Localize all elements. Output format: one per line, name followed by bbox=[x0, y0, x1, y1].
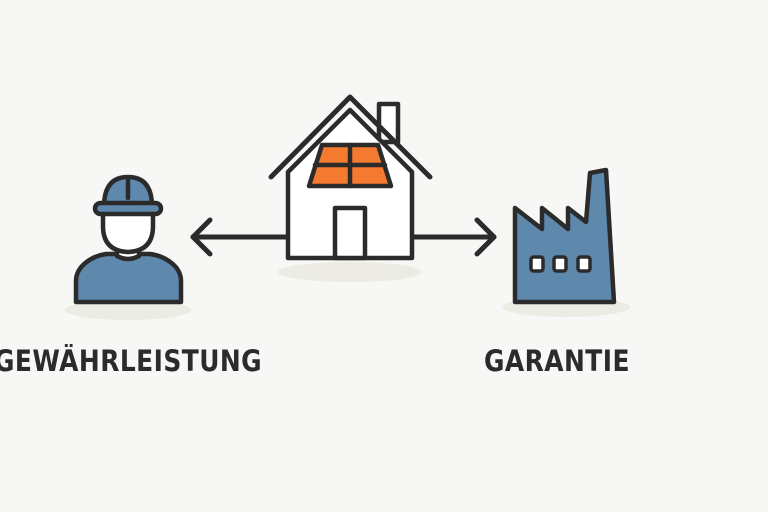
arrow-left-icon bbox=[190, 217, 291, 257]
worker-shadow bbox=[65, 300, 191, 320]
worker-hardhat-icon bbox=[73, 174, 184, 305]
house-solar-roof-icon bbox=[268, 94, 433, 261]
label-garantie: GARANTIE bbox=[484, 344, 630, 378]
label-gewaehrleistung: GEWÄHRLEISTUNG bbox=[0, 344, 263, 378]
arrow-right-icon bbox=[409, 217, 497, 257]
factory-icon bbox=[512, 167, 617, 305]
house-shadow bbox=[278, 262, 422, 282]
